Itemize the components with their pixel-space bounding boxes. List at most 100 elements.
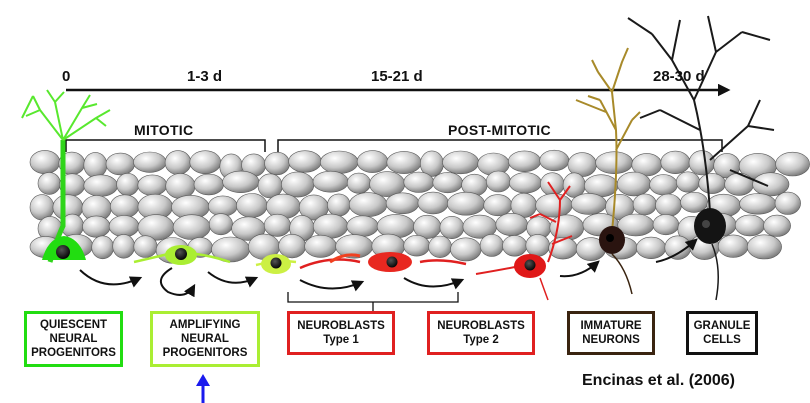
stage-label-line: PROGENITORS — [31, 347, 116, 359]
grey-cell — [483, 194, 513, 217]
grey-cell — [617, 213, 655, 237]
grey-cell — [739, 193, 777, 215]
post-mitotic-bracket — [277, 139, 723, 152]
granule-cell-layer — [29, 149, 810, 264]
grey-cell — [137, 174, 168, 196]
grey-cell — [763, 214, 791, 237]
grey-cell — [479, 233, 504, 257]
grey-cell — [432, 172, 463, 194]
grey-cell — [717, 234, 749, 258]
grey-cell — [403, 235, 431, 257]
grey-cell — [133, 151, 167, 173]
grey-cell — [346, 172, 371, 194]
stage-box-amplifying-progenitors: AMPLIFYING NEURAL PROGENITORS — [150, 311, 260, 367]
citation: Encinas et al. (2006) — [582, 372, 735, 389]
grey-cell — [116, 172, 140, 196]
grey-cell — [376, 214, 415, 239]
stage-box-granule-cells: GRANULE CELLS — [686, 311, 758, 355]
grey-cell — [540, 172, 565, 196]
neuroblast-type1-cells — [299, 252, 467, 272]
stage-box-neuroblasts-type2: NEUROBLASTS Type 2 — [427, 311, 535, 355]
stage-box-neuroblasts-type1: NEUROBLASTS Type 1 — [287, 311, 395, 355]
grey-cell — [356, 150, 389, 173]
grey-cell — [485, 170, 511, 193]
stage-label-line: NEURAL — [181, 333, 229, 345]
grey-cell — [386, 151, 422, 174]
timeline-label-28-30d: 28-30 d — [653, 68, 705, 85]
grey-cell — [193, 173, 224, 196]
stage-label-line: NEUROBLASTS — [297, 320, 385, 332]
grey-cell — [327, 193, 351, 217]
grey-cell — [164, 150, 192, 175]
grey-cell — [105, 152, 135, 176]
grey-cell — [304, 234, 337, 258]
grey-cell — [450, 237, 482, 262]
neuroblast-bracket — [287, 292, 459, 312]
grey-cell — [446, 191, 485, 216]
grey-cell — [281, 171, 315, 198]
grey-cell — [91, 235, 114, 260]
stage-box-immature-neurons: IMMATURE NEURONS — [567, 311, 655, 355]
timeline-label-0: 0 — [62, 68, 71, 85]
grey-cell — [236, 193, 268, 218]
grey-cell — [698, 173, 726, 194]
transition-arrows — [79, 238, 698, 298]
grey-cell — [417, 191, 449, 215]
highlight-arrow — [196, 374, 210, 403]
grey-cell — [746, 234, 782, 260]
stage-label-line: NEURONS — [582, 334, 640, 346]
grey-cell — [172, 214, 211, 240]
grey-cell — [595, 151, 634, 174]
phase-label-post-mitotic: POST-MITOTIC — [448, 122, 551, 138]
grey-cell — [616, 171, 651, 197]
grey-cell — [752, 172, 790, 197]
phase-label-mitotic: MITOTIC — [134, 122, 194, 138]
grey-cell — [652, 214, 680, 236]
stage-label-line: GRANULE — [693, 320, 751, 332]
grey-cell — [83, 152, 108, 178]
stage-label-line: Type 1 — [323, 334, 359, 346]
quiescent-progenitor-cell — [21, 89, 111, 263]
grey-cell — [208, 195, 238, 217]
grey-cell — [649, 174, 678, 196]
grey-cell — [29, 150, 61, 175]
grey-cell — [83, 174, 118, 197]
grey-cell — [495, 213, 528, 237]
grey-cell — [439, 216, 465, 240]
stage-label-line: QUIESCENT — [39, 319, 108, 331]
grey-cell — [724, 172, 754, 196]
stage-label-line: NEUROBLASTS — [437, 320, 525, 332]
grey-cell — [636, 236, 667, 259]
grey-cell — [680, 191, 709, 213]
grey-cell — [165, 173, 196, 199]
grey-cell — [133, 235, 158, 258]
grey-cell — [688, 150, 716, 176]
grey-cell — [112, 234, 135, 259]
grey-cell — [82, 215, 111, 238]
grey-cell — [312, 213, 349, 239]
immature-neuron-cell — [575, 47, 641, 295]
stage-box-quiescent-progenitors: QUIESCENT NEURAL PROGENITORS — [24, 311, 123, 367]
grey-cell — [348, 192, 388, 217]
stage-label-line: PROGENITORS — [162, 347, 248, 359]
grey-cell — [775, 151, 810, 177]
grey-cell — [507, 150, 541, 173]
grey-cell — [442, 150, 480, 175]
grey-cell — [37, 172, 61, 195]
grey-cell — [660, 150, 691, 174]
stage-label-line: IMMATURE — [580, 320, 642, 332]
grey-cell — [312, 170, 349, 193]
grey-cell — [509, 172, 542, 194]
grey-cell — [774, 191, 801, 215]
grey-cell — [570, 193, 607, 215]
grey-cell — [675, 171, 700, 193]
grey-cell — [428, 235, 452, 258]
grey-cell — [502, 235, 528, 257]
transition-progenitor-cell — [255, 254, 297, 274]
grey-cell — [208, 213, 233, 236]
grey-cell — [525, 234, 550, 257]
granule-cell — [627, 15, 775, 301]
grey-cell — [320, 150, 359, 174]
